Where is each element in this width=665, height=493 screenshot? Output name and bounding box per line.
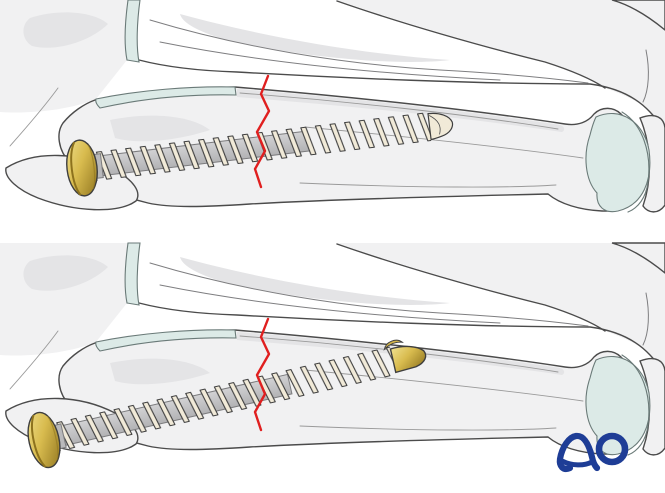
screw-threads [48,346,397,453]
screw-tip-detail [429,115,441,135]
ao-logo [556,432,629,472]
ao-logo-letter-o [595,432,629,466]
screw-tip-flange [383,339,404,351]
screw-tip-blunt [427,112,454,141]
screw-threads [88,111,432,182]
panel-top [0,0,665,213]
panel-bottom [0,242,665,472]
ao-logo-letter-a-crossbar [559,458,595,468]
screw-tip-protruding [389,345,427,374]
intramedullary-screw-bottom [22,339,427,472]
intramedullary-screw-top [62,111,454,199]
